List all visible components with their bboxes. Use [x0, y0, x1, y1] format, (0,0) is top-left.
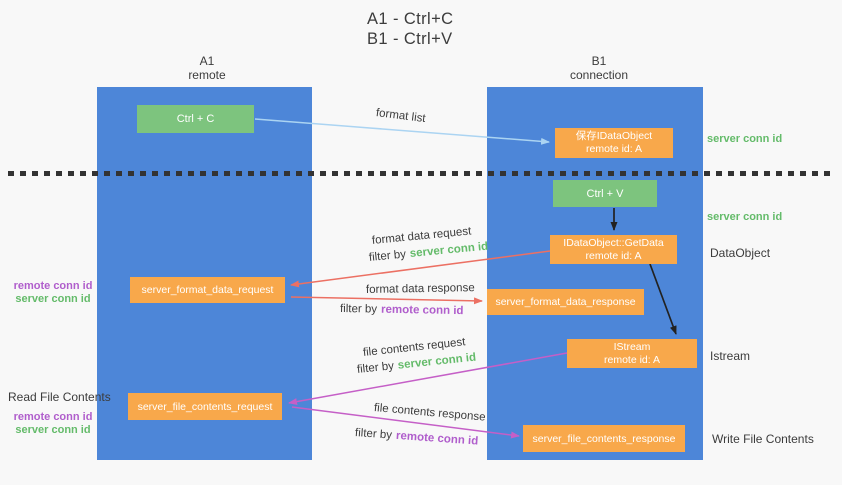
dashed-separator-line [8, 171, 836, 176]
filter-by-text: filter by [356, 360, 395, 376]
node-ctrl-v-label: Ctrl + V [586, 187, 624, 200]
left-conn-id-pair-2: remote conn id server conn id [12, 411, 94, 437]
flow-label-file-contents-response: file contents response [373, 402, 485, 424]
lane-b1-name: B1 [591, 54, 607, 68]
right-dataobject-label: DataObject [710, 246, 770, 260]
node-ctrl-v: Ctrl + V [553, 180, 657, 207]
server-conn-id-text: server conn id [707, 133, 783, 145]
node-server-file-contents-response: server_file_contents_response [523, 425, 685, 452]
arrow-format-data-response [290, 296, 483, 305]
right-server-conn-id-1: server conn id [707, 133, 782, 145]
write-file-contents-text: Write File Contents [712, 432, 814, 446]
right-write-file-contents-label: Write File Contents [712, 432, 814, 446]
lane-a1-role: remote [188, 68, 226, 82]
node-istream-line1: IStream [613, 340, 651, 353]
right-istream-label: Istream [710, 349, 750, 363]
remote-conn-id-key: remote conn id [395, 429, 479, 448]
remote-conn-id-key: remote conn id [380, 303, 464, 318]
node-getdata-line1: IDataObject::GetData [563, 236, 664, 249]
istream-text: Istream [710, 349, 751, 363]
node-server-format-data-response: server_format_data_response [487, 289, 644, 315]
file-contents-response-text: file contents response [373, 402, 486, 424]
title-line-2: B1 - Ctrl+V [367, 30, 453, 48]
node-file-response-label: server_file_contents_response [532, 432, 676, 445]
node-save-idataobject-line2: remote id: A [585, 143, 643, 155]
filter-by-text: filter by [354, 427, 393, 442]
lane-a1-name: A1 [199, 54, 215, 68]
lane-header-b1: B1 connection [559, 54, 639, 82]
format-list-text: format list [375, 107, 427, 126]
left-server-conn-id-2: server conn id [15, 424, 91, 436]
lane-header-a1: A1 remote [167, 54, 247, 82]
server-conn-id-key: server conn id [409, 240, 489, 261]
title-line-1: A1 - Ctrl+C [367, 10, 454, 28]
node-ctrl-c-label: Ctrl + C [176, 113, 215, 125]
left-server-conn-id-1: server conn id [15, 293, 91, 305]
left-read-file-contents-label: Read File Contents [8, 390, 111, 404]
server-conn-id-text: server conn id [707, 211, 783, 223]
flow-label-format-list: format list [375, 107, 426, 125]
flow-label-format-data-response: format data response [366, 282, 475, 296]
server-conn-id-key: server conn id [397, 351, 477, 372]
node-format-response-label: server_format_data_response [495, 296, 636, 308]
node-server-format-data-request: server_format_data_request [130, 277, 285, 303]
filter-by-text: filter by [339, 303, 378, 316]
diagram-title: A1 - Ctrl+C B1 - Ctrl+V [367, 9, 453, 49]
node-format-request-label: server_format_data_request [141, 284, 274, 296]
left-remote-conn-id-2: remote conn id [13, 411, 93, 423]
lane-b1-role: connection [569, 68, 629, 82]
flow-label-filter-by-remote-conn-id-2: filter by remote conn id [355, 427, 479, 448]
format-data-response-text: format data response [365, 282, 475, 296]
node-ctrl-c: Ctrl + C [137, 105, 254, 133]
dataobject-text: DataObject [710, 246, 771, 260]
node-getdata-line2: remote id: A [585, 249, 642, 262]
filter-by-text: filter by [368, 248, 407, 264]
node-save-idataobject: 保存IDataObject remote id: A [555, 128, 673, 158]
right-server-conn-id-2: server conn id [707, 211, 782, 223]
flow-label-filter-by-remote-conn-id-1: filter by remote conn id [340, 303, 464, 317]
node-istream-line2: remote id: A [603, 353, 661, 366]
node-server-file-contents-request: server_file_contents_request [128, 393, 282, 420]
node-istream: IStream remote id: A [567, 339, 697, 368]
read-file-contents-text: Read File Contents [8, 390, 111, 404]
left-remote-conn-id-1: remote conn id [13, 280, 93, 292]
node-file-request-label: server_file_contents_request [137, 400, 273, 413]
node-save-idataobject-line1: 保存IDataObject [575, 130, 653, 142]
node-idataobject-getdata: IDataObject::GetData remote id: A [550, 235, 677, 264]
left-conn-id-pair-1: remote conn id server conn id [12, 280, 94, 306]
